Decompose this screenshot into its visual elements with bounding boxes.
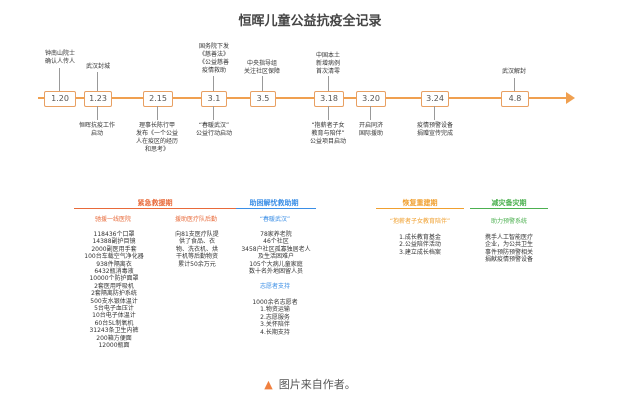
section-divider <box>236 208 316 209</box>
section-title: 助困解忧救助期 <box>249 199 299 207</box>
page-title: 恒晖儿童公益抗疫全记录 <box>238 14 382 29</box>
event-top: 中央指导组关注社区保障 <box>243 60 280 75</box>
connector-line <box>328 106 329 120</box>
subsection-label: 驰援一线医院 <box>94 216 131 223</box>
date-box: 4.8 <box>501 91 529 107</box>
connector-line <box>328 76 329 91</box>
connector-line <box>97 106 98 120</box>
event-bottom: “抱薪者子女教育与陪伴”公益项目启动 <box>309 122 346 145</box>
date-box: 3.5 <box>250 91 276 107</box>
section-title: 减灾备灾期 <box>491 199 527 207</box>
event-top: 武汉解封 <box>501 68 526 75</box>
timeline-axis <box>38 97 568 99</box>
connector-line <box>262 76 263 91</box>
section-divider <box>74 208 236 209</box>
triangle-icon: ▲ <box>264 378 273 391</box>
date-box: 3.1 <box>201 91 227 107</box>
warning-list: 携手人工智能医疗企业，为公共卫生 事件预防预警相关捐献疫情预警设备 <box>484 234 533 264</box>
section-title: 紧急救援期 <box>137 199 173 207</box>
event-bottom: 疫情预警设备捐赠宣传完成 <box>416 122 453 137</box>
connector-line <box>157 106 158 120</box>
section-divider <box>376 208 464 209</box>
event-top: 国务院下发《慈善法》 《公益慈善疫情救助 <box>198 43 229 74</box>
connector-line <box>59 68 60 91</box>
event-bottom: “春暖武汉”公益行动启动 <box>195 122 232 137</box>
section-title: 恢复重建期 <box>402 199 438 207</box>
date-box: 1.20 <box>44 91 76 107</box>
date-box: 3.18 <box>314 91 344 107</box>
subsection-label: “春暖武汉” <box>259 216 291 223</box>
section-divider <box>470 208 548 209</box>
event-bottom: 开启同济国际援助 <box>358 122 383 137</box>
event-top: 中国本土新增病例首次清零 <box>315 52 340 75</box>
date-box: 1.23 <box>84 91 112 107</box>
image-caption: ▲图片来自作者。 <box>264 378 356 391</box>
connector-line <box>370 106 371 120</box>
event-top: 武汉封城 <box>85 63 110 70</box>
subsection-label: 助力预警系统 <box>490 218 527 225</box>
connector-line <box>434 106 435 120</box>
connector-line <box>213 106 214 120</box>
support-list: 向81支医疗队提供了食品、衣 物、洗衣机、烘干机等后勤物资 累计50余万元 <box>175 231 219 268</box>
subsection-label: “抱薪者子女教育陪伴” <box>389 218 451 225</box>
connector-line <box>97 72 98 91</box>
date-box: 3.20 <box>356 91 386 107</box>
event-bottom: 理事长陈行甲发布《一个公益 人在疫区的经历和思考》 <box>135 122 178 153</box>
connector-line <box>213 76 214 91</box>
subsection-label: 志愿者支持 <box>259 283 290 290</box>
subsection-label: 援助医疗队后勤 <box>174 216 217 223</box>
timeline-arrow-icon <box>566 92 575 104</box>
date-box: 3.24 <box>421 91 449 107</box>
event-top: 钟南山院士确认人传人 <box>44 50 75 65</box>
date-box: 2.15 <box>143 91 173 107</box>
event-bottom: 恒晖抗疫工作启动 <box>78 122 115 137</box>
connector-line <box>514 78 515 91</box>
